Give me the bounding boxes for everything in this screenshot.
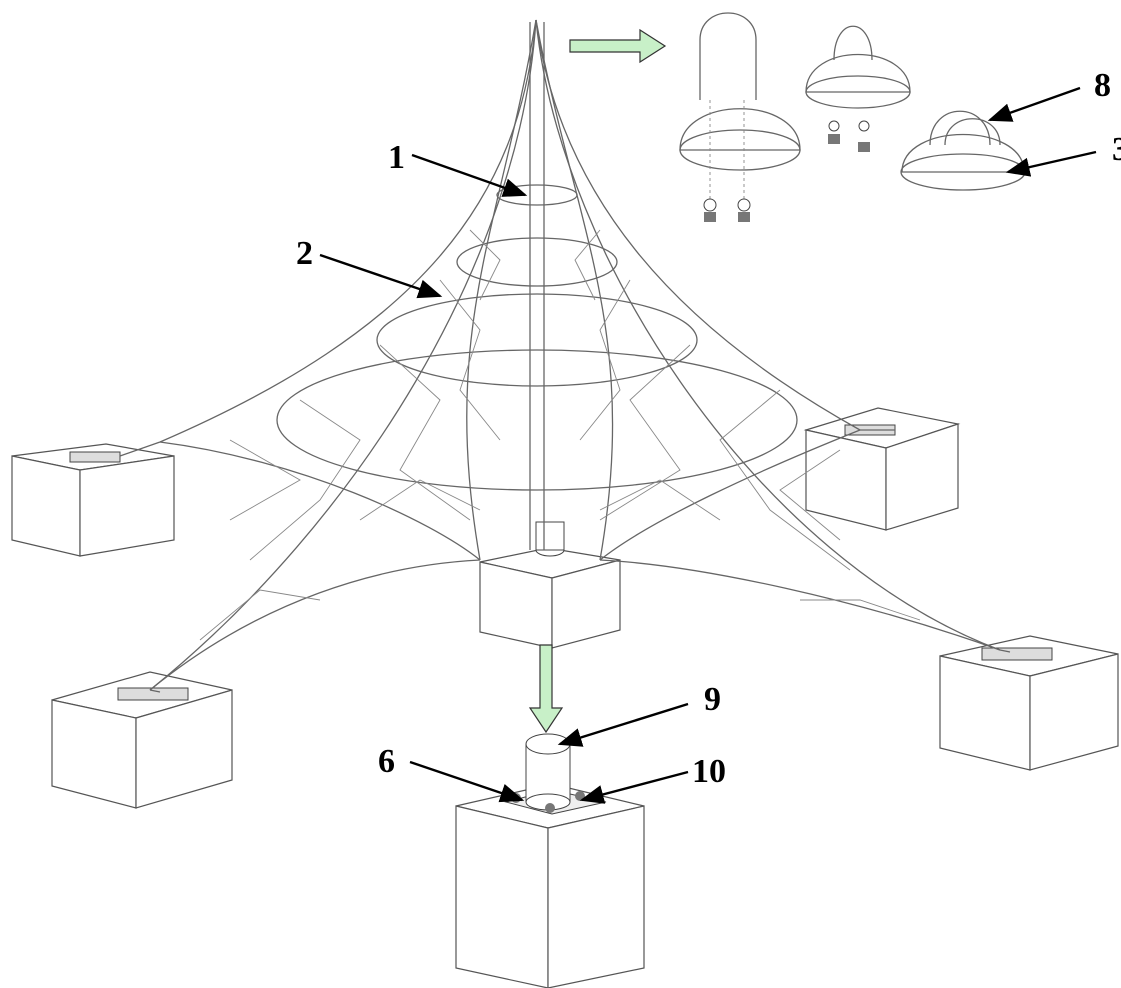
anchor-block-right bbox=[803, 407, 961, 531]
bolt-icon bbox=[545, 803, 555, 813]
callout-6: 6 bbox=[378, 743, 395, 780]
arrow-to-cap-detail bbox=[569, 28, 667, 64]
anchor-block-left bbox=[11, 443, 175, 557]
callout-2: 2 bbox=[296, 235, 313, 272]
callout-8: 8 bbox=[1094, 67, 1111, 104]
cap-detail-final bbox=[900, 110, 1026, 191]
callout-10: 10 bbox=[692, 753, 726, 790]
callout-9: 9 bbox=[704, 681, 721, 718]
foundation-detail bbox=[455, 733, 645, 988]
cap-detail-assembled-section bbox=[805, 25, 911, 152]
arrow-to-foundation-detail bbox=[528, 644, 564, 734]
callout-3: 3 bbox=[1112, 131, 1121, 168]
callout-1: 1 bbox=[388, 139, 405, 176]
anchor-block-front-right bbox=[939, 635, 1119, 771]
center-foundation-block bbox=[479, 521, 621, 649]
anchor-block-front-left bbox=[51, 671, 233, 809]
rope-net bbox=[119, 19, 1011, 693]
cap-detail-exploded bbox=[679, 12, 801, 222]
